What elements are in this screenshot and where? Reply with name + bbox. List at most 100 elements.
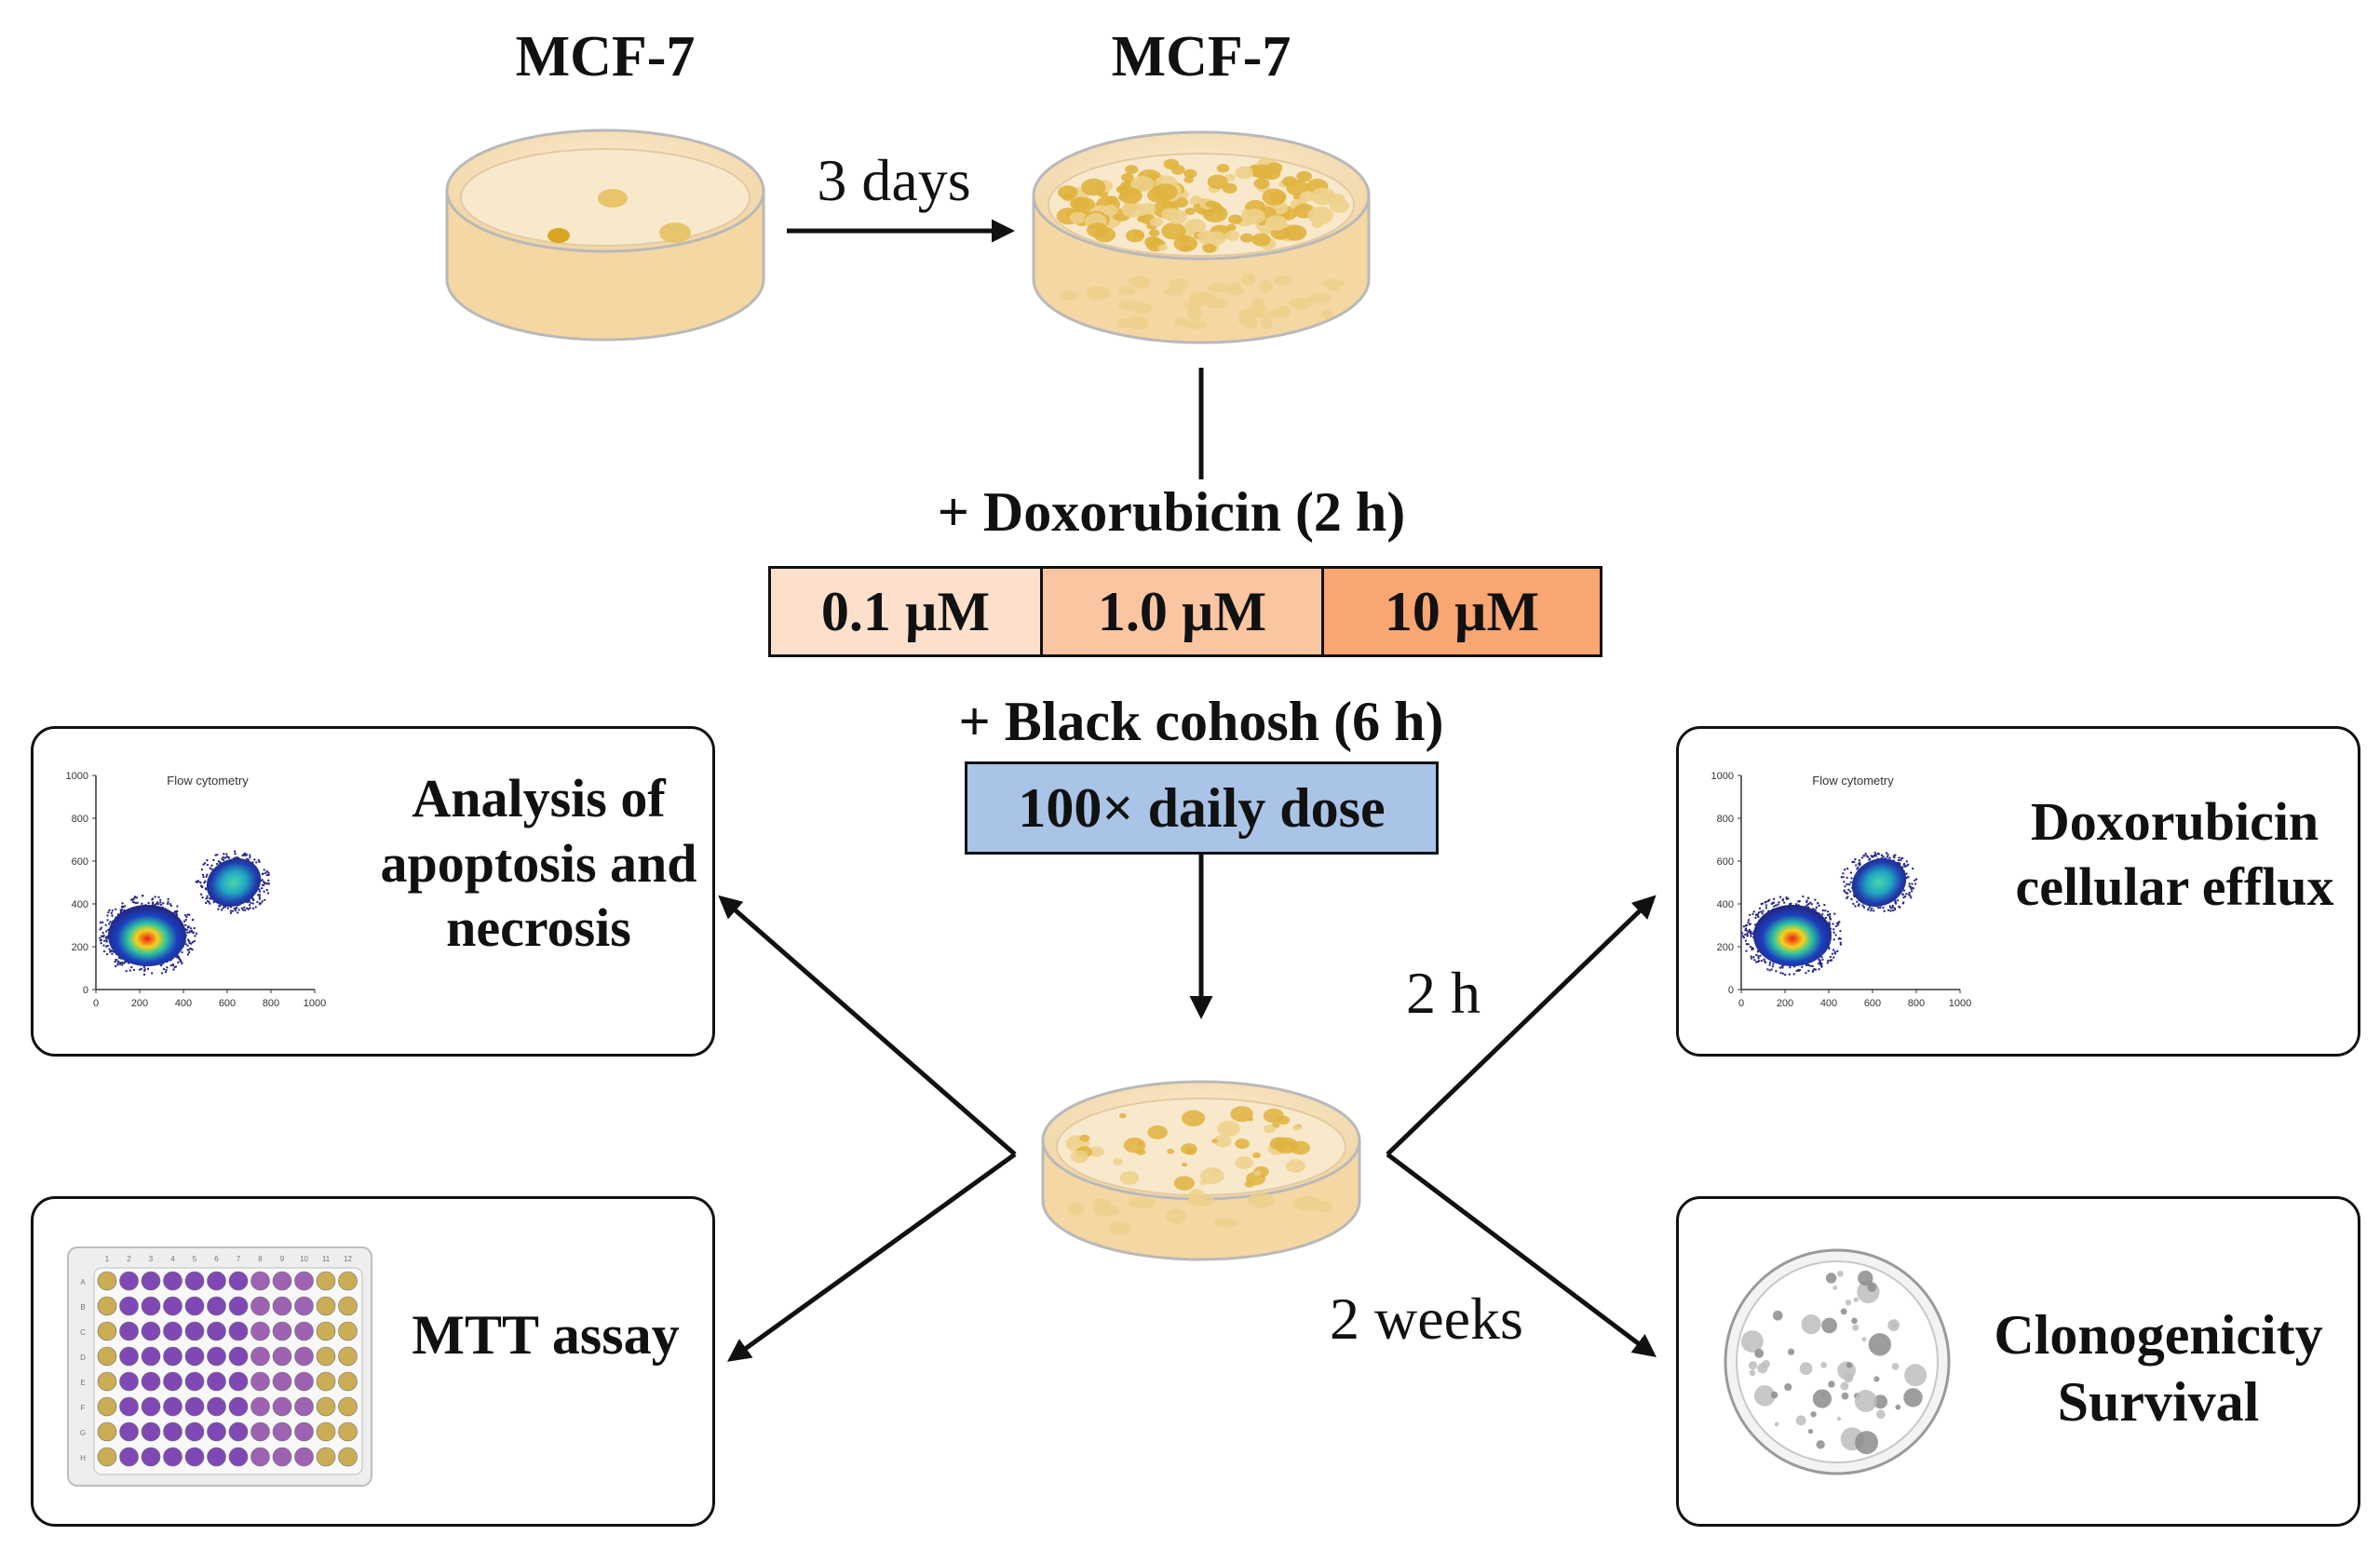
event-dot	[205, 875, 208, 878]
plate-well	[207, 1396, 226, 1417]
colony	[1263, 1108, 1284, 1124]
event-dot	[1908, 882, 1911, 885]
colony	[1286, 1159, 1305, 1173]
colony	[1316, 1201, 1333, 1213]
event-dot	[125, 969, 128, 973]
event-dot	[1828, 912, 1832, 916]
event-dot	[1809, 901, 1812, 904]
event-dot	[1883, 909, 1886, 912]
plate-well	[119, 1371, 139, 1392]
event-dot	[1907, 875, 1910, 879]
event-dot	[99, 936, 101, 939]
event-dot	[1851, 860, 1854, 864]
plate-well	[163, 1447, 183, 1467]
event-dot	[258, 896, 262, 898]
plate-column-label: 7	[237, 1255, 241, 1263]
colony	[1121, 201, 1144, 218]
colony	[1216, 163, 1230, 173]
event-dot	[1745, 950, 1748, 952]
event-dot	[1829, 959, 1832, 962]
plate-well	[316, 1321, 336, 1341]
event-dot	[1828, 915, 1832, 918]
colony	[1125, 165, 1139, 175]
event-dot	[157, 896, 160, 899]
event-dot	[167, 900, 169, 904]
event-dot	[1846, 876, 1848, 880]
event-dot	[128, 969, 132, 972]
event-dot	[119, 909, 122, 911]
event-dot	[1755, 953, 1758, 957]
event-dot	[1764, 961, 1767, 964]
colony	[1202, 243, 1216, 253]
event-dot	[243, 909, 247, 912]
event-dot	[1821, 909, 1825, 912]
event-dot	[1744, 933, 1747, 936]
event-dot	[165, 968, 168, 972]
colony-dish	[1724, 1248, 1951, 1475]
event-dot	[1910, 896, 1913, 899]
event-dot	[188, 941, 191, 945]
plate-well	[272, 1296, 292, 1316]
event-dot	[1902, 862, 1906, 866]
colony	[1260, 316, 1273, 330]
event-dot	[1859, 863, 1861, 866]
event-dot	[103, 939, 106, 943]
event-dot	[1818, 904, 1820, 908]
plate-well	[141, 1447, 161, 1467]
event-dot	[151, 902, 155, 906]
event-dot	[105, 938, 108, 941]
event-dot	[174, 910, 177, 913]
plate-well	[141, 1296, 161, 1316]
event-dot	[159, 901, 162, 904]
event-dot	[140, 967, 143, 971]
event-dot	[1772, 897, 1776, 900]
event-dot	[111, 914, 114, 917]
plate-well	[184, 1296, 205, 1316]
panel-mtt-label: MTT assay	[412, 1304, 680, 1366]
colony	[1228, 281, 1241, 290]
colony	[1890, 1321, 1898, 1328]
event-dot	[1759, 954, 1762, 958]
event-dot	[267, 882, 271, 885]
event-dot	[169, 902, 172, 906]
arrow-left-branch-lower	[726, 1152, 1017, 1362]
event-dot	[1783, 973, 1787, 977]
plate-well	[141, 1371, 161, 1392]
event-dot	[1758, 907, 1762, 910]
event-dot	[222, 855, 224, 859]
plate-column-label: 1	[105, 1255, 110, 1263]
colony	[1188, 290, 1208, 306]
colony	[1754, 1385, 1776, 1407]
y-tick-label: 200	[72, 942, 88, 953]
event-dot	[1846, 882, 1848, 886]
plate-well	[272, 1346, 292, 1367]
plate-well	[163, 1396, 183, 1417]
plate-well	[119, 1447, 139, 1467]
event-dot	[1846, 892, 1848, 896]
plate-well	[294, 1296, 314, 1316]
event-dot	[206, 863, 210, 867]
plate-well	[228, 1271, 249, 1291]
colony	[1081, 178, 1106, 196]
event-dot	[210, 864, 213, 867]
colony	[1228, 214, 1243, 225]
event-dot	[264, 898, 266, 901]
event-dot	[1766, 968, 1769, 971]
event-dot	[1826, 913, 1830, 917]
event-dot	[120, 906, 124, 909]
colony	[1208, 282, 1232, 293]
colony	[1214, 1218, 1238, 1228]
event-dot	[231, 909, 234, 912]
plate-well	[207, 1421, 226, 1442]
event-dot	[174, 965, 178, 968]
event-dot	[146, 967, 150, 971]
colony	[1307, 206, 1334, 225]
plate-well	[250, 1396, 270, 1417]
event-dot	[121, 963, 124, 966]
event-dot	[237, 909, 240, 911]
event-dot	[1843, 881, 1846, 883]
event-dot	[1827, 959, 1830, 963]
colony	[1836, 1416, 1842, 1421]
y-tick-label: 200	[1717, 942, 1734, 953]
